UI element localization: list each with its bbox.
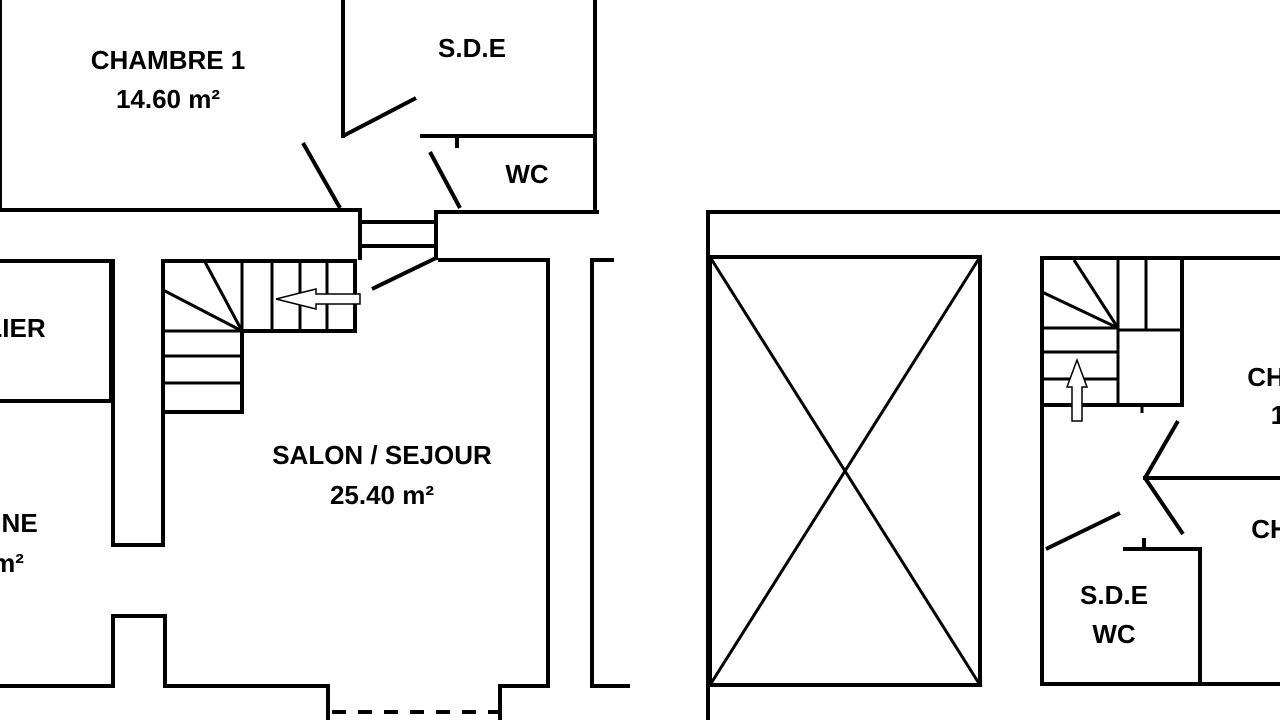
chambre-right-1-area: 1	[1271, 400, 1280, 430]
void-cross-2	[708, 256, 982, 686]
wc-top-name: WC	[505, 159, 549, 189]
sde-top-name: S.D.E	[438, 33, 506, 63]
void-box	[708, 255, 982, 687]
chambre-right-door-2	[1143, 476, 1185, 536]
right-floor-plan	[706, 210, 1280, 720]
stair-column	[111, 259, 357, 547]
left-floor-plan	[0, 0, 630, 720]
right-block-walls	[1040, 256, 1280, 686]
chambre1-name: CHAMBRE 1	[91, 45, 246, 75]
stair-arrow-left	[275, 288, 361, 310]
cuisine-name: INE	[0, 508, 38, 538]
wc-top-door	[428, 151, 462, 209]
sde-top-walls	[341, 0, 597, 214]
left-staircase	[162, 261, 329, 385]
salon-area: 25.40 m²	[330, 480, 434, 510]
right-staircase	[1041, 258, 1184, 413]
sde-right-name: S.D.E	[1080, 580, 1148, 610]
left-plan-right-wall	[590, 258, 630, 688]
corridor-walls	[358, 208, 438, 260]
salon-door	[371, 256, 437, 291]
salon-name: SALON / SEJOUR	[272, 440, 492, 470]
stair-arrow-right	[1065, 357, 1089, 422]
chambre1-door	[301, 142, 342, 209]
wc-right-name: WC	[1092, 619, 1136, 649]
chambre-right-1-name: CH	[1247, 362, 1280, 392]
chambre1-area: 14.60 m²	[116, 84, 220, 114]
chambre-right-door-1	[1143, 419, 1180, 480]
right-outer-wall	[706, 210, 1280, 720]
palier-name: LIER	[0, 313, 46, 343]
chambre-right-2-name: CH	[1251, 514, 1280, 544]
cuisine-area: m²	[0, 548, 24, 578]
sde-top-door	[342, 96, 417, 138]
sde-right-door	[1045, 511, 1121, 551]
salon-walls	[0, 258, 550, 720]
